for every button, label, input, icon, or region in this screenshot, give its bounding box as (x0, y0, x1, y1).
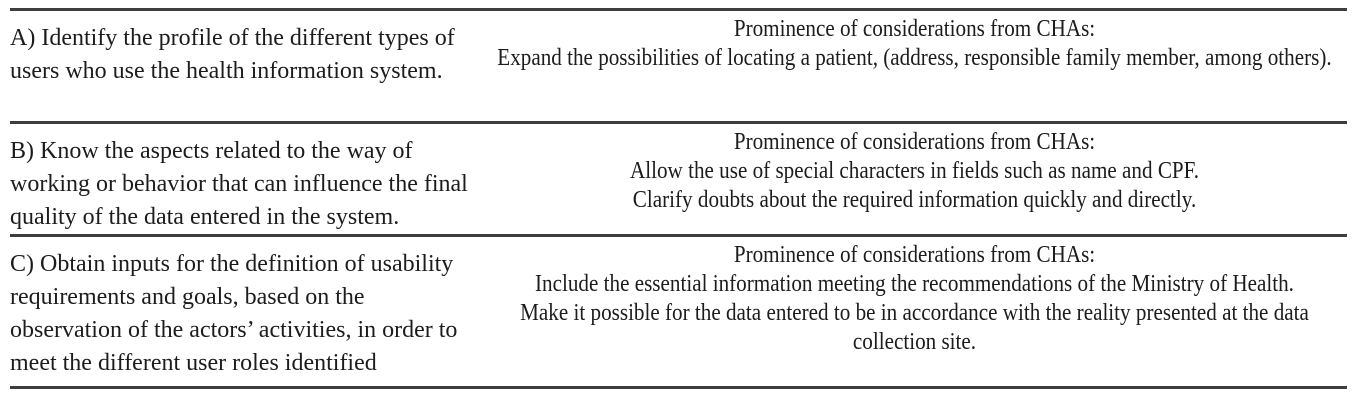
objective-text: B) Know the aspects related to the way o… (10, 138, 468, 230)
objective-cell: B) Know the aspects related to the way o… (10, 123, 482, 236)
table-row: B) Know the aspects related to the way o… (10, 122, 1347, 236)
consideration-line: Include the essential information meetin… (535, 271, 1294, 297)
considerations-content: Prominence of considerations from CHAs: … (482, 241, 1347, 357)
considerations-header: Prominence of considerations from CHAs: (733, 129, 1096, 155)
objective-text: A) Identify the profile of the different… (10, 25, 455, 84)
consideration-line: Make it possible for the data entered to… (520, 300, 1309, 355)
objectives-considerations-table: A) Identify the profile of the different… (10, 8, 1347, 389)
considerations-list: Allow the use of special characters in f… (482, 157, 1347, 215)
consideration-line: Clarify doubts about the required inform… (632, 187, 1197, 213)
consideration-line: Expand the possibilities of locating a p… (497, 45, 1332, 71)
objective-cell: A) Identify the profile of the different… (10, 10, 482, 123)
considerations-header: Prominence of considerations from CHAs: (733, 242, 1096, 268)
considerations-cell: Prominence of considerations from CHAs: … (482, 10, 1347, 123)
table-row: A) Identify the profile of the different… (10, 9, 1347, 123)
table-body: A) Identify the profile of the different… (10, 9, 1347, 388)
considerations-list: Expand the possibilities of locating a p… (482, 44, 1347, 73)
considerations-content: Prominence of considerations from CHAs: … (482, 15, 1347, 73)
considerations-list: Include the essential information meetin… (482, 270, 1347, 357)
considerations-content: Prominence of considerations from CHAs: … (482, 128, 1347, 215)
considerations-header: Prominence of considerations from CHAs: (733, 16, 1096, 42)
considerations-cell: Prominence of considerations from CHAs: … (482, 123, 1347, 236)
consideration-line: Allow the use of special characters in f… (629, 158, 1199, 184)
objective-text: C) Obtain inputs for the definition of u… (10, 251, 458, 376)
objective-cell: C) Obtain inputs for the definition of u… (10, 236, 482, 388)
considerations-cell: Prominence of considerations from CHAs: … (482, 236, 1347, 388)
table-row: C) Obtain inputs for the definition of u… (10, 235, 1347, 388)
